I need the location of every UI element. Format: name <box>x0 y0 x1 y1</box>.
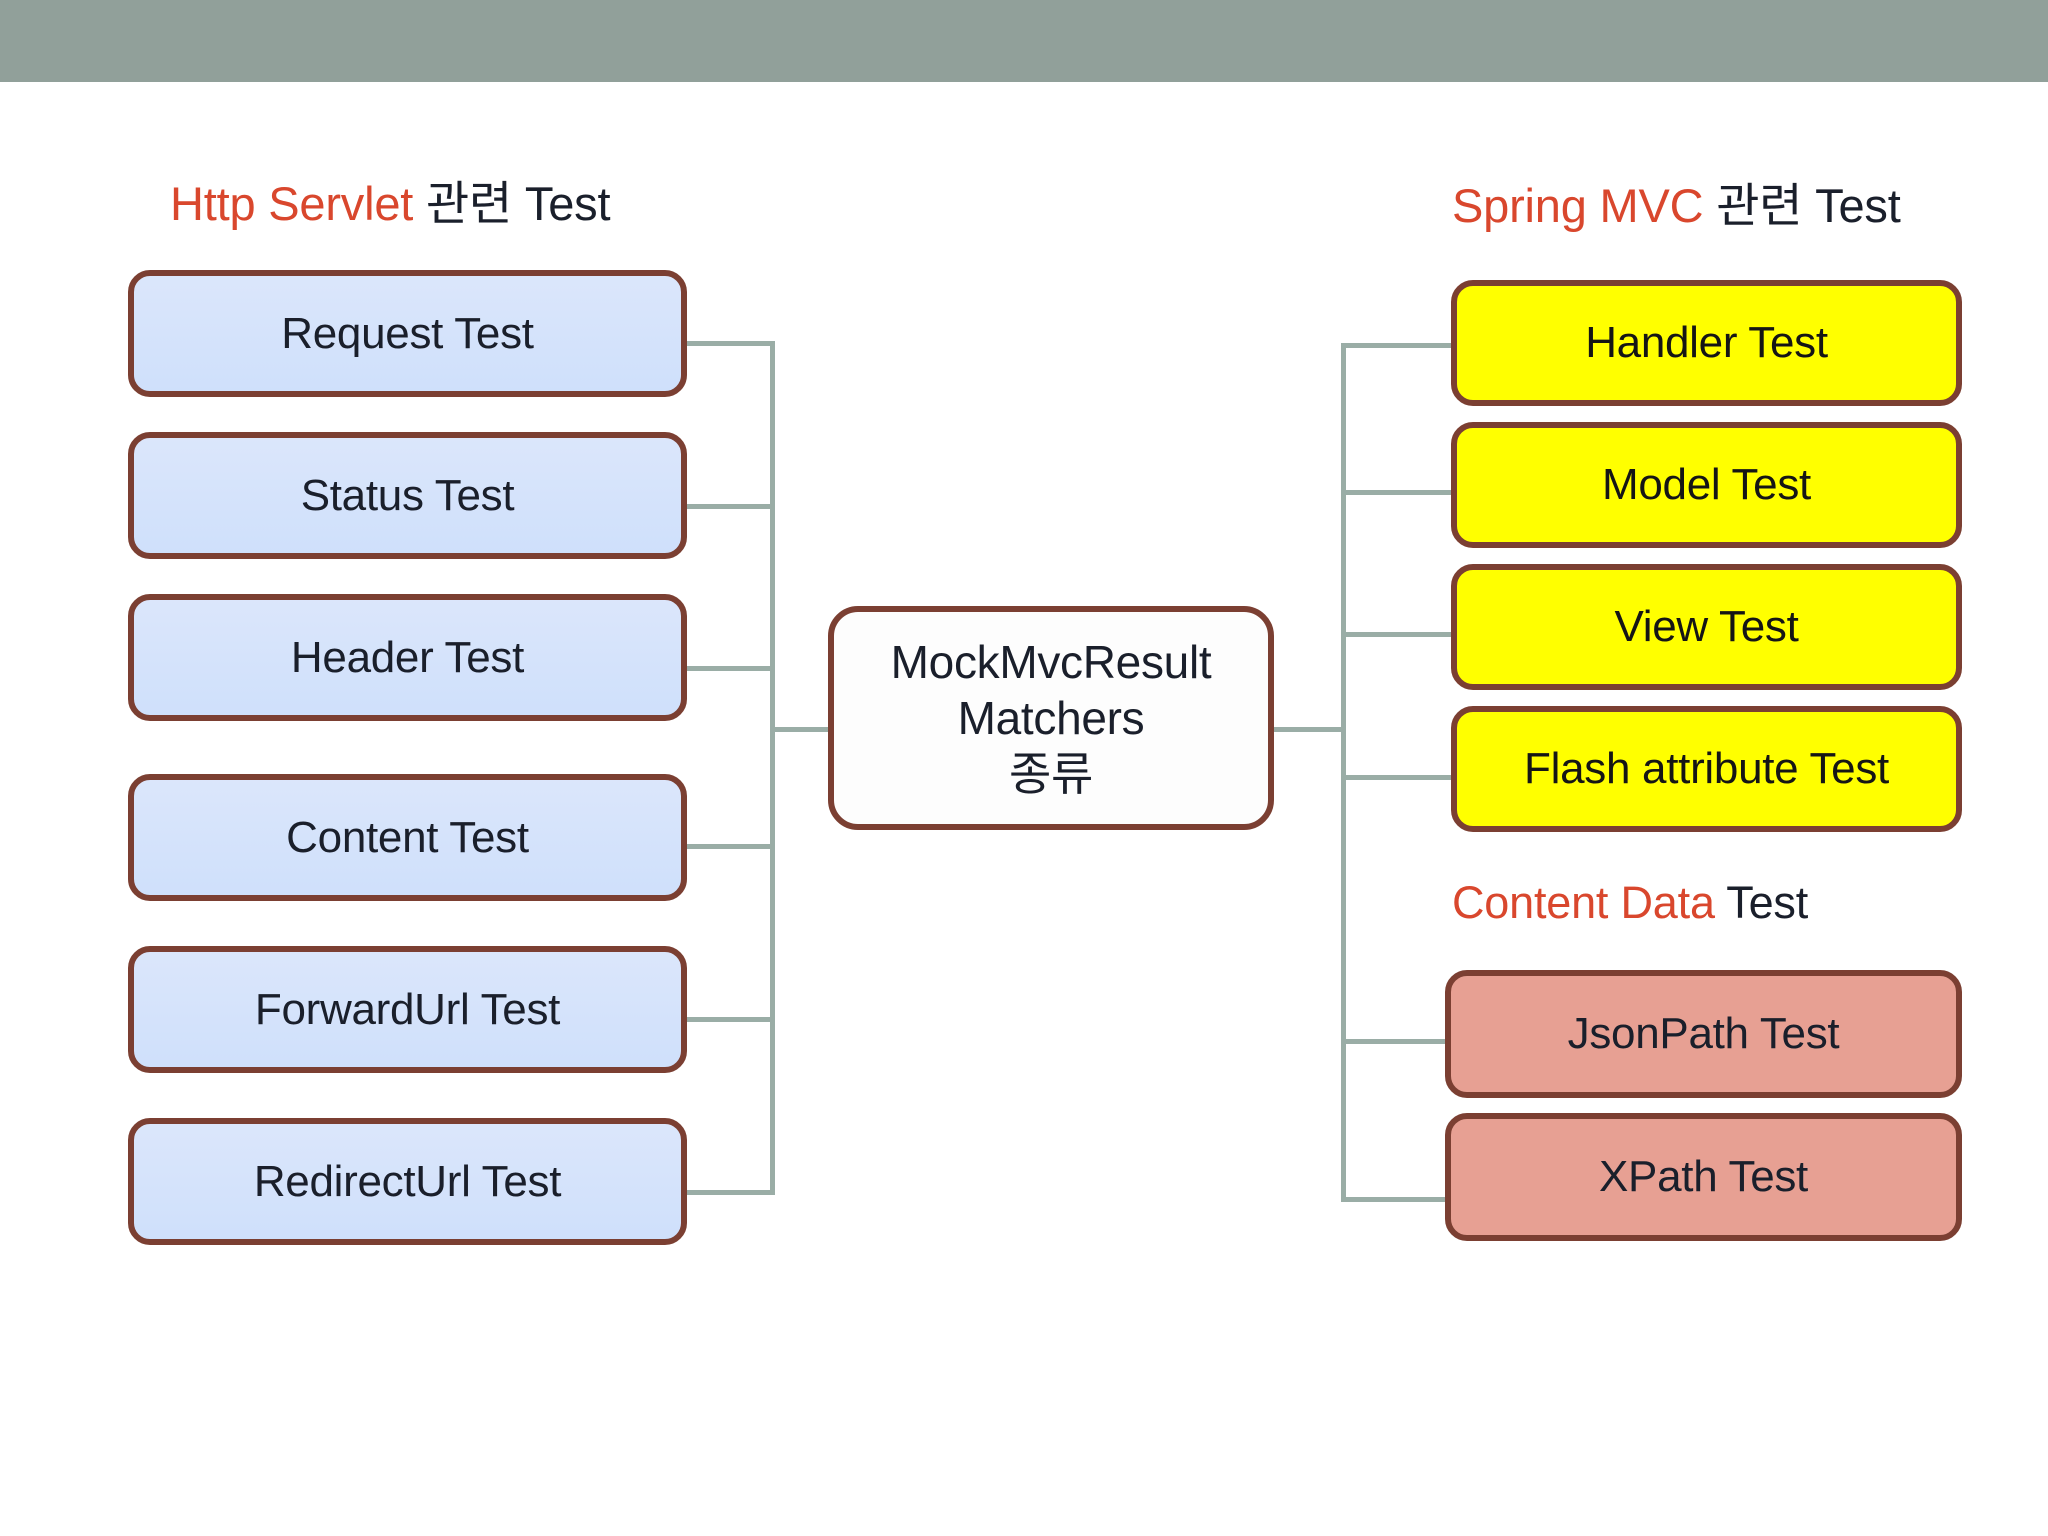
heading-http-servlet: Http Servlet 관련 Test <box>170 177 611 230</box>
connector-left-stub-4 <box>686 844 775 849</box>
heading-spring-mvc: Spring MVC 관련 Test <box>1452 182 1901 229</box>
node-handler-test[interactable]: Handler Test <box>1451 280 1962 406</box>
node-label: XPath Test <box>1599 1152 1808 1202</box>
connector-right-stub-5 <box>1341 1039 1451 1044</box>
heading-http-servlet-accent: Http Servlet <box>170 177 414 230</box>
connector-left-stub-6 <box>686 1190 775 1195</box>
connector-right-stub-4 <box>1341 775 1451 780</box>
node-xpath-test[interactable]: XPath Test <box>1445 1113 1962 1241</box>
heading-content-data: Content Data Test <box>1452 880 1808 925</box>
node-jsonpath-test[interactable]: JsonPath Test <box>1445 970 1962 1098</box>
center-node-line-1: MockMvcResult <box>890 635 1212 688</box>
center-node-line-2: Matchers <box>957 691 1145 744</box>
heading-spring-mvc-accent: Spring MVC <box>1452 179 1704 232</box>
node-request-test[interactable]: Request Test <box>128 270 687 397</box>
node-mockmvcresultmatchers[interactable]: MockMvcResult Matchers 종류 <box>828 606 1274 830</box>
connector-left-stub-3 <box>686 666 775 671</box>
node-label: Flash attribute Test <box>1524 744 1889 794</box>
connector-right-stub-2 <box>1341 490 1451 495</box>
node-forwardurl-test[interactable]: ForwardUrl Test <box>128 946 687 1073</box>
node-label: Handler Test <box>1585 318 1828 368</box>
node-label: Request Test <box>281 308 534 358</box>
node-label: Content Test <box>286 812 529 862</box>
heading-spring-mvc-rest: 관련 Test <box>1703 179 1901 232</box>
center-node-line-3: 종류 <box>1008 748 1094 801</box>
connector-left-bus <box>770 343 775 1195</box>
node-flash-attribute-test[interactable]: Flash attribute Test <box>1451 706 1962 832</box>
connector-right-stub-1 <box>1341 343 1451 348</box>
node-label: Header Test <box>290 632 525 682</box>
heading-content-data-rest: Test <box>1714 877 1809 928</box>
node-redirecturl-test[interactable]: RedirectUrl Test <box>128 1118 687 1245</box>
connector-right-stub-6 <box>1341 1197 1451 1202</box>
connector-right-stub-3 <box>1341 632 1451 637</box>
node-label: ForwardUrl Test <box>254 984 561 1034</box>
connector-left-to-center <box>770 727 832 732</box>
heading-http-servlet-rest: 관련 Test <box>413 177 611 230</box>
node-label: Status Test <box>300 470 515 520</box>
top-banner <box>0 0 2048 82</box>
node-label: View Test <box>1614 602 1799 652</box>
connector-left-stub-1 <box>686 341 775 346</box>
connector-left-stub-2 <box>686 504 775 509</box>
connector-left-stub-5 <box>686 1017 775 1022</box>
node-content-test[interactable]: Content Test <box>128 774 687 901</box>
heading-content-data-accent: Content Data <box>1452 877 1715 928</box>
connector-right-bus <box>1341 345 1346 1200</box>
node-header-test[interactable]: Header Test <box>128 594 687 721</box>
node-label: Model Test <box>1602 460 1811 510</box>
node-label: JsonPath Test <box>1567 1009 1840 1059</box>
node-model-test[interactable]: Model Test <box>1451 422 1962 548</box>
connector-center-to-right <box>1272 727 1344 732</box>
node-view-test[interactable]: View Test <box>1451 564 1962 690</box>
node-label: RedirectUrl Test <box>253 1156 562 1206</box>
node-status-test[interactable]: Status Test <box>128 432 687 559</box>
